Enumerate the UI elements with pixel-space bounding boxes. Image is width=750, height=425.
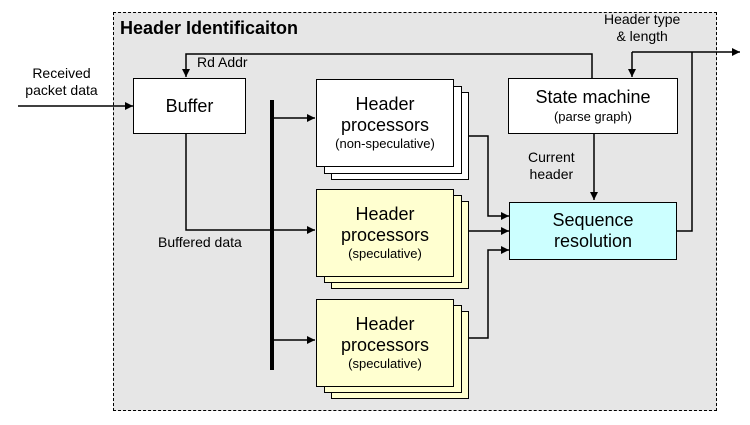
buffered-data-wire <box>185 133 270 231</box>
received-packet-label: Received packet data <box>24 65 99 99</box>
sequence-line2: resolution <box>553 231 633 251</box>
sequence-line1: Sequence <box>552 210 634 231</box>
buffered-data-label: Buffered data <box>158 234 242 250</box>
current-line1: Current <box>528 149 575 165</box>
buffer-label: Buffer <box>165 95 214 116</box>
received-line2: packet data <box>25 81 98 98</box>
header-type-length-label: Header type & length <box>604 11 680 45</box>
current-line2: header <box>529 165 574 182</box>
header-processors-speculative-1: Header processors (speculative) <box>316 189 454 277</box>
proc3-mode: (speculative) <box>348 356 422 372</box>
output-line2: & length <box>616 27 668 44</box>
region-title: Header Identificaiton <box>120 18 299 38</box>
rd-addr-label: Rd Addr <box>197 54 248 70</box>
proc3-to-sequence-arrow <box>469 246 509 339</box>
received-line1: Received <box>32 65 91 81</box>
proc1-line2: processors <box>340 114 430 135</box>
state-machine-box: State machine (parse graph) <box>508 78 678 134</box>
rd-addr-arrow <box>182 53 593 78</box>
output-line1: Header type <box>604 11 681 27</box>
proc2-mode: (speculative) <box>348 246 422 262</box>
header-processors-speculative-2: Header processors (speculative) <box>316 299 454 387</box>
state-machine-line1: State machine <box>535 87 651 108</box>
proc1-mode: (non-speculative) <box>335 136 435 152</box>
proc1-line1: Header <box>355 93 415 114</box>
proc2-line1: Header <box>355 203 415 224</box>
header-processors-non-speculative: Header processors (non-speculative) <box>316 79 454 167</box>
current-header-label: Current header <box>528 149 575 183</box>
sequence-output-wire <box>677 52 693 232</box>
proc3-line2: processors <box>340 334 430 355</box>
sequence-resolution-box: Sequence resolution <box>509 202 677 260</box>
proc3-line1: Header <box>355 313 415 334</box>
proc1-to-sequence-arrow <box>469 135 509 220</box>
state-machine-line2: (parse graph) <box>553 108 633 124</box>
proc2-line2: processors <box>340 224 430 245</box>
buffer-box: Buffer <box>133 78 246 134</box>
